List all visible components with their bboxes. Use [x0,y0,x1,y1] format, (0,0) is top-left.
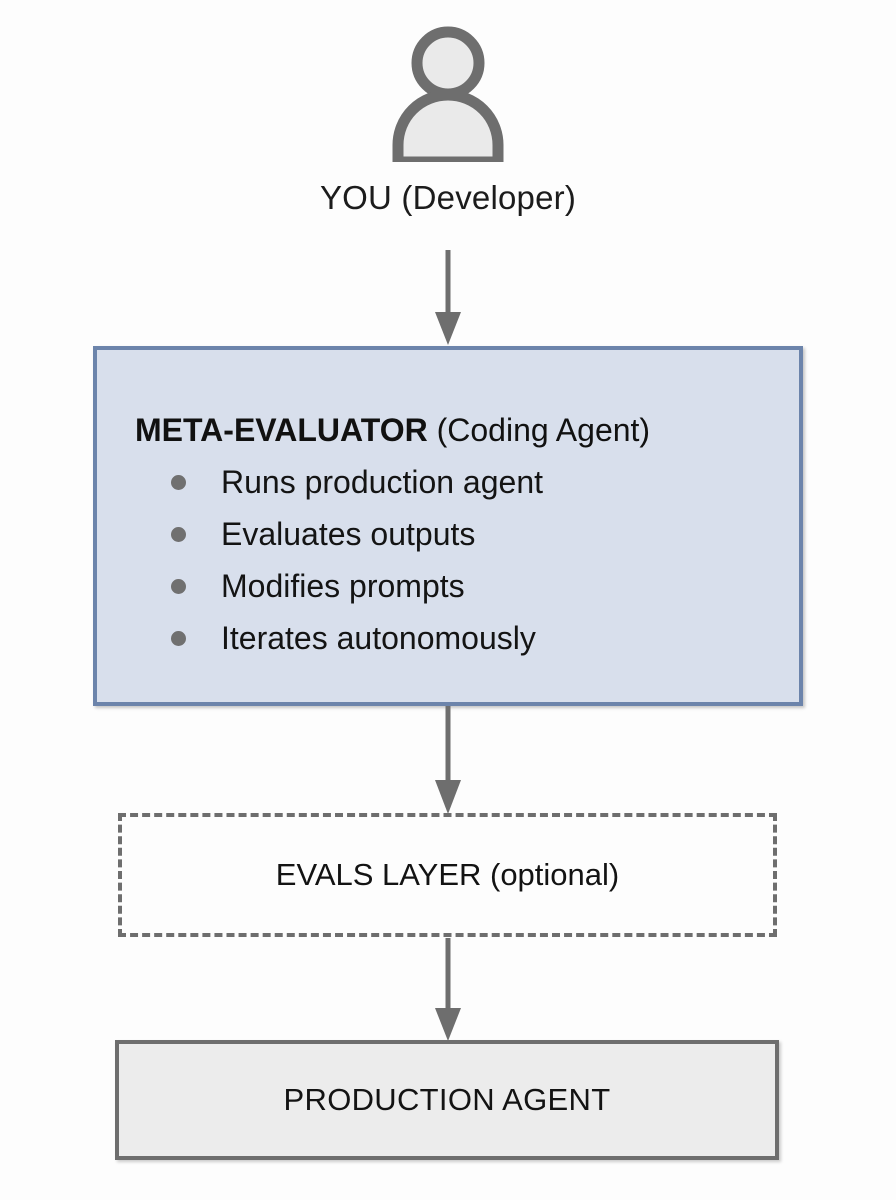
person-icon [392,26,504,162]
list-item-label: Iterates autonomously [221,620,536,656]
evals-layer-label: EVALS LAYER (optional) [275,857,620,892]
meta-evaluator-title-light: (Coding Agent) [427,412,651,448]
production-agent-box[interactable]: PRODUCTION AGENT [115,1040,779,1160]
meta-evaluator-bullet-list: Runs production agent Evaluates outputs … [97,456,799,664]
list-item: Modifies prompts [157,560,799,612]
actor-label: YOU (Developer) [319,179,577,216]
list-item: Iterates autonomously [157,612,799,664]
list-item-label: Evaluates outputs [221,516,476,552]
evals-layer-box[interactable]: EVALS LAYER (optional) [118,813,777,937]
list-item: Runs production agent [157,456,799,508]
list-item-label: Runs production agent [221,464,543,500]
bullet-dot-icon [171,631,186,646]
meta-evaluator-title-strong: META-EVALUATOR [135,412,428,448]
actor-node-you: YOU (Developer) [0,22,896,218]
bullet-dot-icon [171,579,186,594]
bullet-dot-icon [171,475,186,490]
arrow-evals-to-production [435,938,461,1041]
meta-evaluator-title: META-EVALUATOR (Coding Agent) [135,410,799,450]
bullet-dot-icon [171,527,186,542]
list-item-label: Modifies prompts [221,568,465,604]
arrow-meta-to-evals [435,706,461,814]
list-item: Evaluates outputs [157,508,799,560]
meta-evaluator-box[interactable]: META-EVALUATOR (Coding Agent) Runs produ… [93,346,803,706]
arrow-you-to-meta [435,250,461,345]
production-agent-label: PRODUCTION AGENT [283,1082,611,1117]
